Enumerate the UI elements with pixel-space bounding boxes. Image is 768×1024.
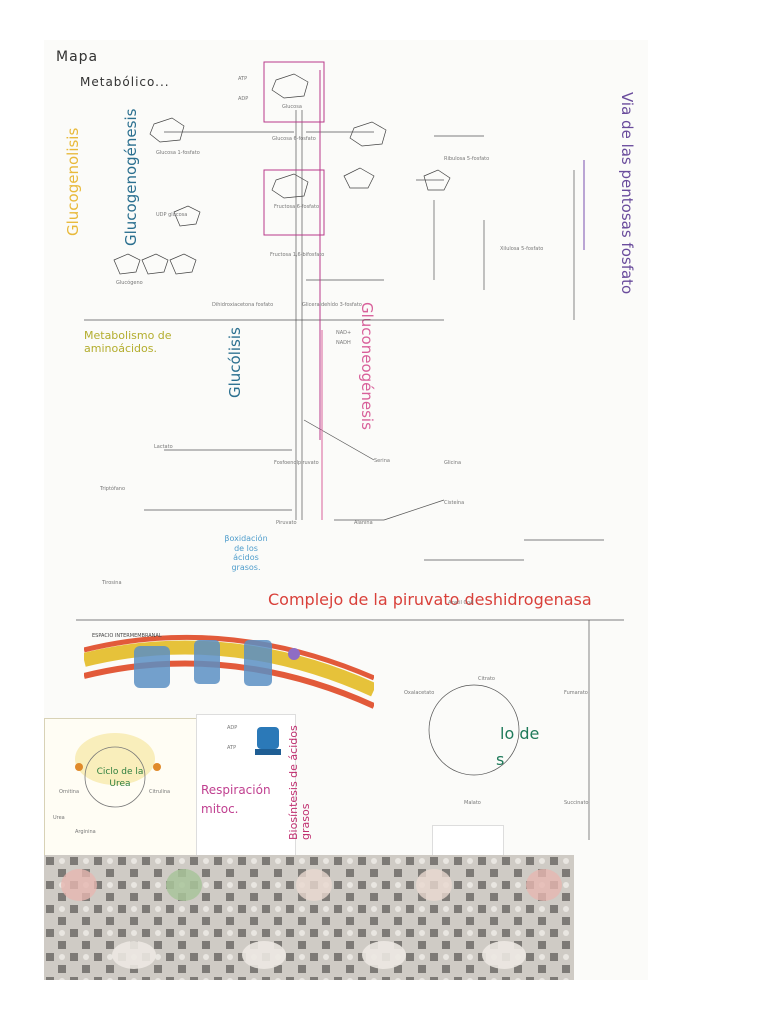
title-beta-oxidacion: βoxidación de los ácidos grasos.: [224, 534, 268, 572]
label-ornitina: Ornitina: [59, 789, 80, 795]
label-tirosina: Tirosina: [102, 580, 122, 586]
label-atp: ATP: [238, 76, 248, 82]
label-gliceraldehido: Gliceraldehído 3-fosfato: [302, 302, 362, 308]
label-glucogeno: Glucógeno: [116, 280, 143, 286]
label-espacio-intermembranal: ESPACIO INTERMEMBRANAL: [92, 633, 162, 639]
label-xilulosa: Xilulosa 5-fosfato: [500, 246, 544, 252]
title-krebs-fragment2: s: [496, 750, 505, 769]
label-citrulina: Citrulina: [149, 789, 171, 795]
title-complejo-pdh: Complejo de la piruvato deshidrogenasa: [268, 590, 592, 609]
label-triptofano: Triptófano: [100, 486, 126, 492]
pathway-lines: [76, 61, 624, 840]
label-fosfoenolpiruvato: Fosfoenolpiruvato: [274, 460, 319, 466]
label-citrato: Citrato: [478, 676, 495, 682]
label-succinato: Succinato: [564, 800, 589, 806]
label-ribulosa: Ribulosa 5-fosfato: [444, 156, 490, 162]
label-nadh: NADH: [336, 340, 351, 346]
label-dihidroxiacetona: Dihidroxiacetona fosfato: [212, 302, 274, 308]
label-fumarato: Fumarato: [564, 690, 588, 696]
map-title-line2: Metabólico...: [80, 75, 170, 89]
title-krebs-fragment: lo de: [500, 724, 540, 743]
label-lactato: Lactato: [154, 444, 173, 450]
label-udp-glucosa: UDP glucosa: [156, 212, 188, 218]
label-oxalacetato: Oxalacetato: [404, 690, 435, 696]
tablecloth-background: [44, 855, 574, 980]
label-fructosa-6-fosfato: Fructosa 6-fosfato: [274, 204, 320, 210]
label-urea: Urea: [53, 815, 65, 821]
mitochondrial-membrane: [84, 634, 374, 709]
label-fructosa-16-bifosfato: Fructosa 1,6-bifosfato: [270, 252, 325, 258]
label-serina: Serina: [374, 458, 390, 464]
title-metabolismo-aminoacidos: Metabolismo de aminoácidos.: [84, 329, 172, 355]
label-nad: NAD+: [336, 330, 352, 336]
label-glucosa-6-fosfato: Glucosa 6-fosfato: [272, 136, 316, 142]
metabolic-map-sheet: Mapa Metabólico... Glucogenolisis Glucog…: [44, 40, 648, 980]
label-glucosa-1-fosfato: Glucosa 1-fosfato: [156, 150, 200, 156]
title-ciclo-urea: Ciclo de la Urea: [96, 767, 144, 789]
label-glucosa: Glucosa: [282, 104, 302, 110]
label-arginina: Arginina: [75, 829, 96, 835]
label-piruvato: Piruvato: [276, 520, 297, 526]
label-malato: Malato: [464, 800, 481, 806]
label-cisteina: Cisteína: [444, 500, 465, 506]
label-alanina: Alanina: [354, 520, 373, 526]
title-biosintesis: Biosíntesis de ácidos grasos: [287, 725, 313, 840]
label-adp: ADP: [238, 96, 249, 102]
label-adp: ADP: [227, 725, 238, 731]
panel-ciclo-urea: Ciclo de la Urea Ornitina Citrulina Argi…: [44, 718, 198, 860]
label-acetil-coa: Acetil CoA: [448, 600, 474, 606]
title-respiracion: Respiración mitoc.: [201, 783, 271, 817]
label-glicina: Glicina: [444, 460, 462, 466]
map-title-line1: Mapa: [56, 49, 99, 65]
panel-respiracion: ADP ATP Respiración mitoc.: [196, 714, 296, 861]
label-atp: ATP: [227, 745, 237, 751]
